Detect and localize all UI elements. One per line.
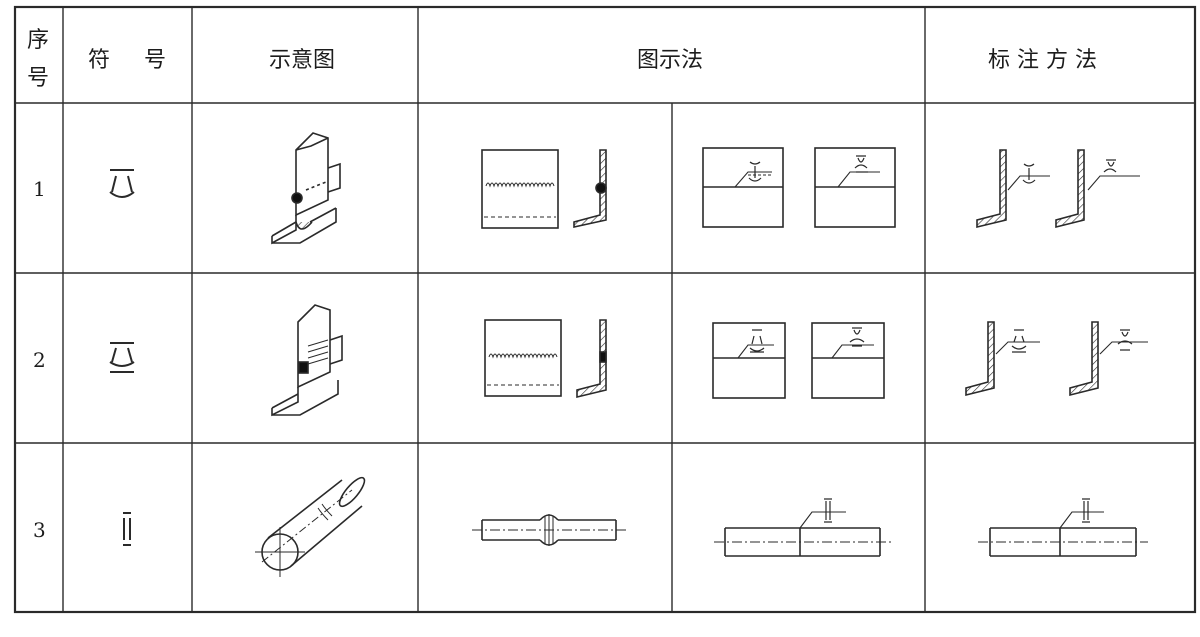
row-number-2: 2 [33,348,46,372]
row-number-1: 1 [33,177,46,201]
header-annotation: 标 注 方 法 [988,48,1097,73]
annotation-row1 [976,149,1140,229]
illustration-right-row3 [714,498,892,557]
header-schematic: 示意图 [269,48,336,73]
illustration-right-row2 [712,322,885,399]
header-seq-line1: 序 [27,28,50,53]
symbol-row2 [109,342,135,373]
header-symbol-char2: 号 [144,48,167,73]
row-number-3: 3 [33,518,46,542]
schematic-row1 [271,132,341,245]
illustration-left-row2 [484,319,607,399]
symbol-row3 [123,512,131,546]
symbol-row1 [109,169,135,198]
annotation-row3 [978,498,1148,557]
schematic-row2 [271,304,343,417]
header-illustration: 图示法 [637,48,704,73]
illustration-right-row1 [702,147,896,228]
table-grid [13,5,1197,614]
schematic-row3 [255,476,366,577]
header-seq-line2: 号 [27,66,50,91]
annotation-row2 [965,321,1148,397]
illustration-left-row3 [472,514,626,546]
illustration-left-row1 [481,149,607,229]
header-symbol-char1: 符 [88,48,111,73]
